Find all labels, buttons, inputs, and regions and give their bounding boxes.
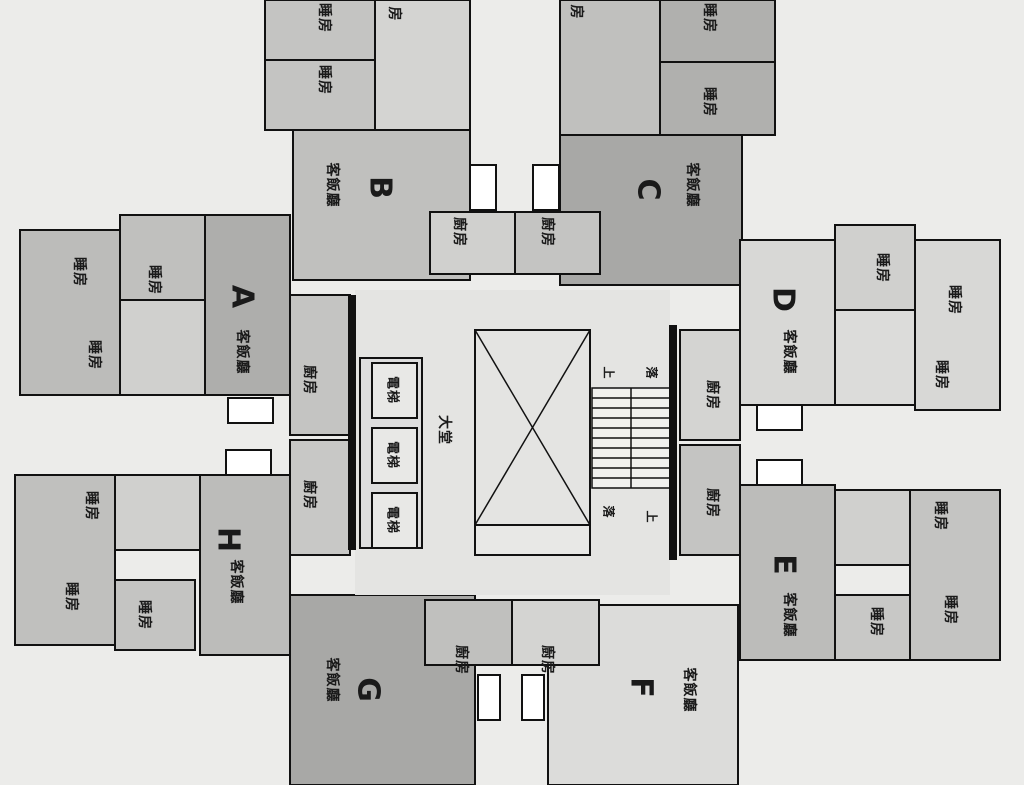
kitchen-label: 廚房: [704, 380, 720, 410]
bedroom-label: 睡房: [933, 360, 949, 390]
unit-b-label: B: [362, 176, 398, 200]
bedroom-label: 睡房: [63, 582, 79, 612]
kitchen-label: 廚房: [301, 365, 317, 395]
unit-a-label: A: [224, 284, 260, 310]
living-dining-label: 客飯廳: [234, 329, 250, 375]
bedroom-label: 睡房: [71, 257, 87, 287]
lift-label: 電梯: [384, 505, 400, 535]
unit-f-label: F: [623, 677, 659, 699]
bedroom-label: 睡房: [136, 600, 152, 630]
unit-g: [289, 594, 513, 785]
bedroom-label: 睡房: [83, 491, 99, 521]
kitchen-label: 廚房: [704, 488, 720, 518]
unit-h: [14, 439, 351, 656]
living-dining-label: 客飯廳: [324, 162, 340, 208]
bedroom-label: 睡房: [932, 501, 948, 531]
unit-d: [679, 224, 1001, 441]
kitchen-label: 廚房: [539, 645, 555, 675]
unit-c: [514, 0, 776, 286]
unit-d-label: D: [765, 287, 801, 313]
room-label: 房: [386, 6, 402, 22]
bedroom-label: 睡房: [701, 3, 717, 33]
living-dining-label: 客飯廳: [781, 329, 797, 375]
bedroom-label: 睡房: [316, 65, 332, 95]
bedroom-label: 睡房: [86, 340, 102, 370]
staircase: [591, 387, 671, 489]
kitchen-label: 廚房: [539, 217, 555, 247]
unit-e: [679, 444, 1001, 661]
unit-f: [511, 599, 739, 785]
living-dining-label: 客飯廳: [228, 559, 244, 605]
stair-down-label: 落: [644, 366, 659, 380]
bedroom-label: 睡房: [942, 595, 958, 625]
bedroom-label: 睡房: [868, 607, 884, 637]
bedroom-label: 睡房: [874, 253, 890, 283]
kitchen-label: 廚房: [301, 480, 317, 510]
lift-label: 電梯: [384, 440, 400, 470]
living-dining-label: 客飯廳: [324, 657, 340, 703]
unit-g-label: G: [350, 677, 386, 703]
living-dining-label: 客飯廳: [684, 162, 700, 208]
lobby-label: 大堂: [436, 415, 452, 445]
stair-up-label: 上: [644, 510, 659, 524]
bedroom-label: 睡房: [946, 285, 962, 315]
unit-c-label: C: [630, 178, 666, 202]
kitchen-label: 廚房: [451, 217, 467, 247]
unit-a: [19, 214, 351, 436]
unit-b: [264, 0, 516, 281]
unit-e-label: E: [766, 554, 802, 576]
living-dining-label: 客飯廳: [781, 592, 797, 638]
living-dining-label: 客飯廳: [681, 667, 697, 713]
stair-up-label: 上: [601, 366, 616, 380]
unit-h-label: H: [210, 526, 246, 554]
bedroom-label: 睡房: [146, 265, 162, 295]
bedroom-label: 睡房: [701, 87, 717, 117]
bedroom-label: 睡房: [316, 3, 332, 33]
stair-down-label: 落: [601, 505, 616, 519]
lift-label: 電梯: [384, 375, 400, 405]
core: [348, 290, 677, 595]
kitchen-label: 廚房: [453, 645, 469, 675]
room-label: 房: [568, 4, 584, 20]
